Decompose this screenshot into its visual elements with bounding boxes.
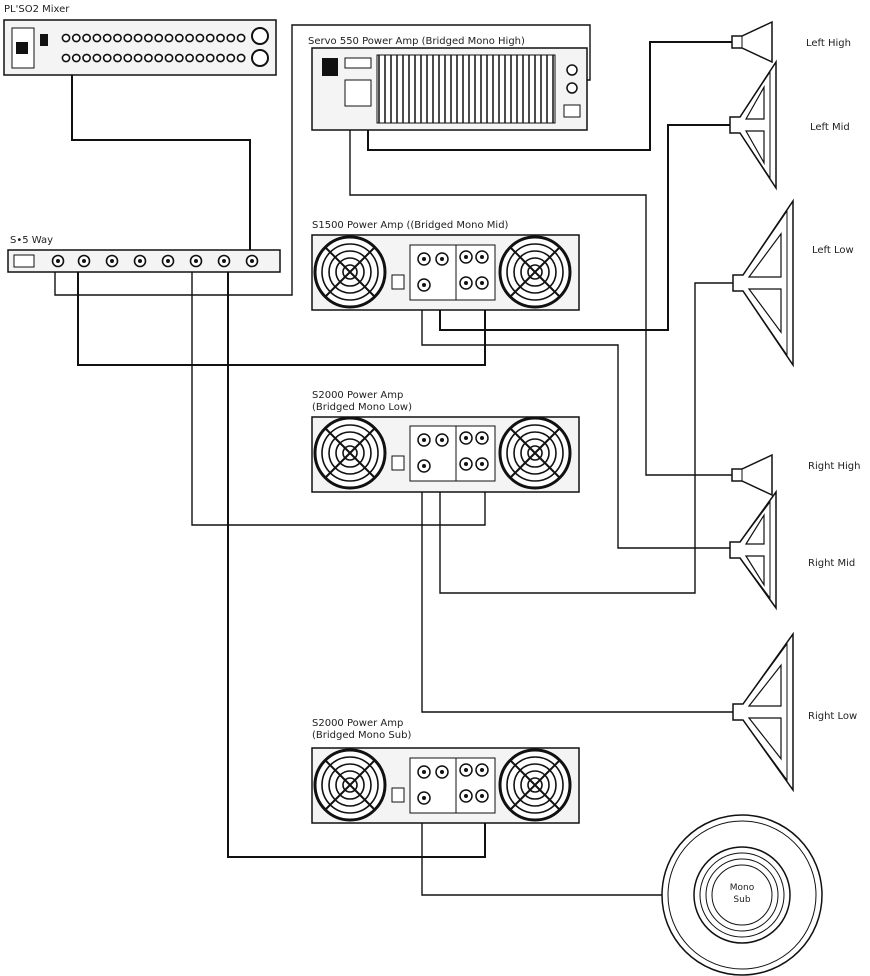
- speaker-right-mid-label: Right Mid: [808, 558, 855, 569]
- speaker-left-mid-icon: [729, 59, 777, 191]
- amp-sub-panel: [391, 758, 489, 813]
- amp-low-label-1: S2000 Power Amp: [312, 390, 403, 401]
- speaker-left-low-label: Left Low: [812, 245, 854, 256]
- cable-amp-high-to-right-high: [349, 125, 732, 476]
- speaker-mono-sub-label-1: Mono: [730, 883, 755, 893]
- amp-high-unit: Servo 550 Power Amp (Bridged Mono High): [308, 36, 588, 131]
- amp-low-unit: S2000 Power Amp (Bridged Mono Low): [311, 390, 580, 493]
- cable-crossover-to-amp-low: [191, 268, 486, 526]
- amp-low-label-2: (Bridged Mono Low): [312, 402, 412, 413]
- amp-sub-fan-left: [313, 748, 387, 822]
- amp-sub-unit: S2000 Power Amp (Bridged Mono Sub): [311, 718, 580, 824]
- cable-amp-low-to-right-low: [421, 480, 735, 713]
- speaker-right-mid-icon: [729, 489, 777, 611]
- cable-amp-high-to-left-high: [367, 41, 732, 151]
- speaker-right-high-icon: [731, 453, 773, 497]
- speaker-mono-sub-label-2: Sub: [733, 895, 750, 905]
- amp-sub-label-1: S2000 Power Amp: [312, 718, 403, 729]
- speaker-mono-sub-icon: [661, 814, 823, 976]
- amp-mid-unit: S1500 Power Amp ((Bridged Mono Mid): [311, 220, 580, 311]
- cable-amp-mid-to-left-mid: [439, 124, 732, 331]
- mixer-jack-row: [61, 33, 246, 63]
- cable-amp-low-to-left-low: [439, 282, 735, 594]
- amp-low-fan-left: [313, 416, 387, 490]
- speaker-right-high-label: Right High: [808, 461, 861, 472]
- speaker-right-low-icon: [732, 631, 794, 793]
- speaker-left-mid-label: Left Mid: [810, 122, 850, 133]
- amp-mid-label: S1500 Power Amp ((Bridged Mono Mid): [312, 220, 509, 231]
- amp-low-fan-right: [498, 416, 572, 490]
- speaker-right-low-label: Right Low: [808, 711, 857, 722]
- cable-crossover-to-amp-sub: [227, 268, 486, 858]
- crossover-unit: S•5 Way: [7, 235, 281, 273]
- mixer-label: PL'SO2 Mixer: [4, 4, 70, 15]
- cable-crossover-to-amp-high: [54, 24, 591, 296]
- amp-low-panel: [391, 426, 489, 481]
- mixer-unit: PL'SO2 Mixer: [3, 4, 277, 76]
- cable-mixer-to-crossover: [71, 72, 251, 250]
- amp-mid-fan-right: [498, 235, 572, 309]
- crossover-label: S•5 Way: [10, 235, 53, 246]
- speaker-left-high-label: Left High: [806, 38, 851, 49]
- speaker-left-low-icon: [732, 198, 794, 368]
- amp-mid-panel: [391, 245, 489, 300]
- cable-crossover-to-amp-mid: [77, 268, 486, 366]
- amp-sub-label-2: (Bridged Mono Sub): [312, 730, 411, 741]
- cable-amp-mid-to-right-mid: [421, 300, 732, 549]
- crossover-jack-row: [51, 254, 259, 268]
- amp-sub-fan-right: [498, 748, 572, 822]
- cable-layer: [54, 24, 735, 896]
- speaker-left-high-icon: [731, 20, 773, 64]
- amp-mid-fan-left: [313, 235, 387, 309]
- amp-high-label: Servo 550 Power Amp (Bridged Mono High): [308, 36, 525, 47]
- cable-amp-sub-to-mono-sub: [421, 815, 668, 896]
